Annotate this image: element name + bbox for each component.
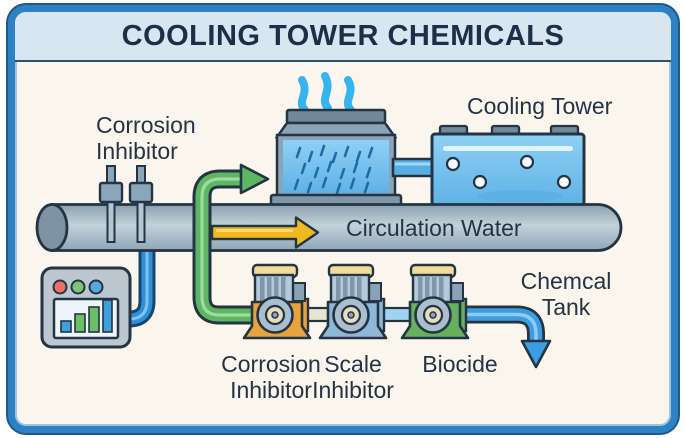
page-title: COOLING TOWER CHEMICALS: [121, 19, 565, 52]
title-bar: COOLING TOWER CHEMICALS: [15, 12, 671, 62]
diagram-frame: COOLING TOWER CHEMICALS: [8, 5, 678, 433]
